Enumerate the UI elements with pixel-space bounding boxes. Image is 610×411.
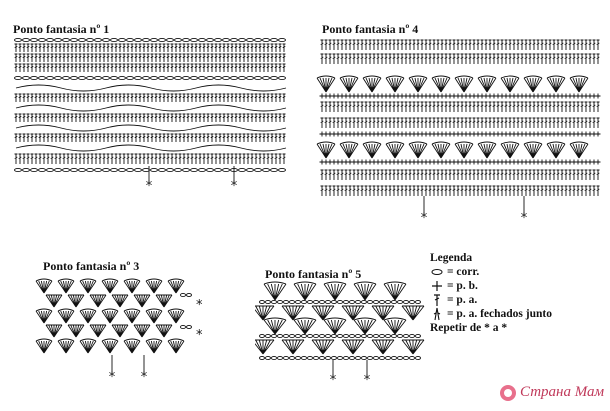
repeat-marker: * — [421, 211, 428, 226]
dc-row — [320, 169, 600, 180]
chart-5-title: Ponto fantasia nº 5 — [265, 267, 362, 281]
v-fan-row — [45, 294, 173, 308]
sc-row — [319, 93, 601, 99]
fan-row — [263, 281, 407, 301]
stitch-chart-5: ** — [255, 281, 425, 388]
dc-row — [320, 185, 600, 196]
legend-label: = p. a. — [447, 294, 478, 306]
legend-item-single-crochet: = p. b. — [430, 279, 552, 293]
fan-row — [316, 141, 589, 159]
legend-item-double-crochet: = p. a. — [430, 293, 552, 307]
legend-item-cluster: = p. a. fechados junto — [430, 307, 552, 321]
flower-logo-icon — [500, 384, 516, 401]
repeat-marker: * — [196, 328, 203, 343]
chart-3-title: Ponto fantasia nº 3 — [43, 259, 140, 273]
chain-row — [259, 333, 421, 339]
sc-row — [319, 131, 601, 137]
cluster-icon — [430, 307, 444, 321]
repeat-note: Repetir de * a * — [430, 322, 508, 334]
chain-oval-icon — [430, 268, 444, 276]
wave-row — [15, 104, 287, 112]
v-fan-row — [255, 305, 425, 321]
dc-row — [14, 53, 286, 62]
chain-row — [14, 37, 286, 43]
chain-row — [259, 299, 421, 305]
dc-row — [320, 117, 600, 128]
legend-title: Legenda — [430, 252, 473, 264]
chart-4-title: Ponto fantasia nº 4 — [322, 22, 419, 36]
watermark-text: Страна Мам — [520, 384, 605, 400]
dc-row — [14, 43, 286, 52]
repeat-marker: * — [146, 179, 153, 194]
chart-1-title: Ponto fantasia nº 1 — [13, 22, 110, 36]
wave-row — [15, 84, 287, 92]
chain-row — [259, 355, 421, 361]
dc-row — [320, 39, 600, 50]
repeat-marker: * — [330, 373, 337, 388]
stitch-chart-1: ** — [14, 37, 287, 194]
chain-row — [180, 292, 192, 298]
fan-row — [35, 338, 185, 354]
repeat-marker: * — [231, 179, 238, 194]
repeat-marker: * — [141, 370, 148, 385]
stitch-chart-3: * * * * — [35, 278, 203, 385]
chain-row — [180, 324, 192, 330]
wave-row — [15, 144, 287, 152]
wave-row — [15, 124, 287, 132]
repeat-marker: * — [364, 373, 371, 388]
v-fan-row — [255, 339, 425, 355]
v-fan-row — [45, 324, 173, 338]
chain-row — [14, 75, 286, 81]
chain-row — [14, 167, 286, 173]
legend-label: = corr. — [447, 266, 480, 278]
stitch-chart-4: ** — [316, 39, 601, 226]
legend-item-chain: = corr. — [430, 265, 552, 279]
legend-label: = p. b. — [447, 280, 478, 292]
dc-row — [14, 63, 286, 72]
dc-row — [14, 153, 286, 164]
dc-row — [14, 133, 286, 142]
dc-row — [14, 93, 286, 102]
repeat-marker: * — [109, 370, 116, 385]
dc-row — [320, 101, 600, 112]
dc-row — [14, 113, 286, 122]
plus-icon — [430, 280, 444, 292]
fan-row — [316, 75, 589, 93]
dc-row — [320, 53, 600, 64]
sc-row — [319, 159, 601, 165]
fan-row — [35, 278, 185, 294]
watermark: Страна Мам — [500, 384, 604, 401]
fan-row — [35, 308, 185, 324]
legend-label: = p. a. fechados junto — [447, 308, 552, 320]
repeat-marker: * — [196, 298, 203, 313]
double-crochet-icon — [430, 293, 444, 307]
repeat-marker: * — [521, 211, 528, 226]
fan-row — [263, 317, 407, 335]
legend: Legenda = corr. = p. b. = p. a. = p. a. … — [430, 251, 552, 335]
